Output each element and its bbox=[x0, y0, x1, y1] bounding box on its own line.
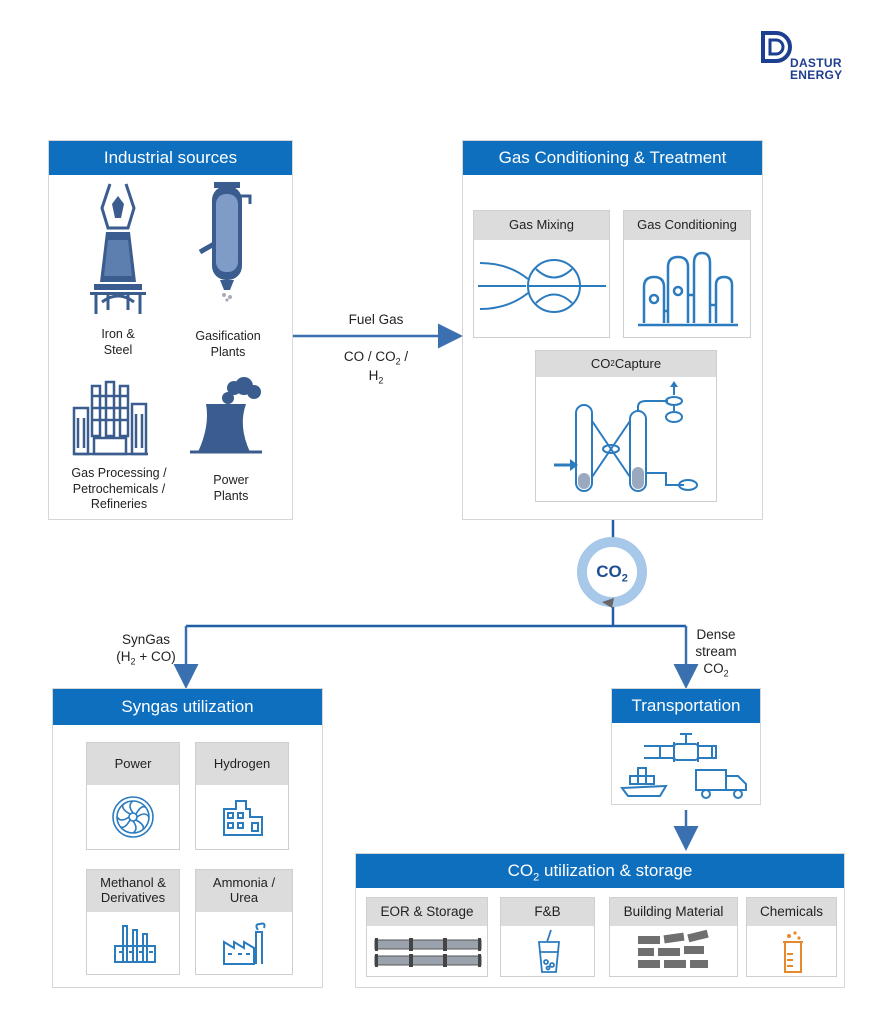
syngas-utilization-title: Syngas utilization bbox=[53, 689, 322, 725]
syngas-flow-label: SynGas(H2 + CO) bbox=[116, 632, 176, 667]
gas-mixer-icon bbox=[478, 259, 606, 313]
eor-storage-card: EOR & Storage bbox=[366, 897, 488, 977]
chemicals-card: Chemicals bbox=[746, 897, 837, 977]
methanol-plant-icon bbox=[114, 925, 156, 963]
hydrogen-card: Hydrogen bbox=[195, 742, 289, 850]
fb-card: F&B bbox=[500, 897, 595, 977]
co2-storage-title: CO2 utilization & storage bbox=[356, 854, 844, 888]
turbine-icon bbox=[112, 796, 154, 838]
fuel-gas-label: Fuel Gas bbox=[348, 312, 404, 327]
pipeline-ship-truck-icon bbox=[620, 733, 747, 799]
logo-line1: DASTUR bbox=[790, 56, 842, 70]
vessels-icon bbox=[638, 251, 738, 327]
ammonia-card-title: Ammonia / Urea bbox=[196, 870, 292, 912]
co2-cycle-icon bbox=[577, 537, 647, 608]
power-card: Power bbox=[86, 742, 180, 850]
transportation-panel: Transportation bbox=[611, 688, 761, 805]
chemicals-title: Chemicals bbox=[747, 898, 836, 926]
industrial-sources-title: Industrial sources bbox=[49, 141, 292, 175]
transportation-title: Transportation bbox=[612, 689, 760, 723]
building-material-card: Building Material bbox=[609, 897, 738, 977]
pipes-icon bbox=[374, 938, 482, 967]
power-card-title: Power bbox=[87, 743, 179, 785]
ammonia-plant-icon bbox=[223, 922, 266, 965]
refinery-icon bbox=[72, 380, 148, 456]
gas-mixing-card: Gas Mixing bbox=[473, 210, 610, 338]
gas-processing-label: Gas Processing / Petrochemicals / Refine… bbox=[71, 466, 167, 512]
hydrogen-card-title: Hydrogen bbox=[196, 743, 288, 785]
gasifier-icon bbox=[198, 182, 252, 302]
gas-conditioning-card: Gas Conditioning bbox=[623, 210, 751, 338]
logo-line2: ENERGY bbox=[790, 68, 843, 82]
eor-storage-title: EOR & Storage bbox=[367, 898, 487, 926]
methanol-card: Methanol & Derivatives bbox=[86, 869, 180, 975]
ammonia-card: Ammonia / Urea bbox=[195, 869, 293, 975]
co2-badge-label: CO2 bbox=[596, 562, 628, 585]
hydrogen-plant-icon bbox=[223, 800, 263, 836]
power-plants-label: Power Plants bbox=[213, 473, 249, 503]
gas-conditioning-title: Gas Conditioning & Treatment bbox=[463, 141, 762, 175]
blast-furnace-icon bbox=[90, 183, 146, 314]
beaker-icon bbox=[783, 931, 803, 973]
cooling-tower-icon bbox=[190, 377, 262, 454]
drink-icon bbox=[538, 929, 560, 973]
building-material-title: Building Material bbox=[610, 898, 737, 926]
iron-steel-label: Iron & Steel bbox=[101, 327, 135, 357]
gas-mixing-title: Gas Mixing bbox=[474, 211, 609, 240]
co2-capture-icon bbox=[554, 381, 698, 492]
gas-conditioning-card-title: Gas Conditioning bbox=[624, 211, 750, 240]
methanol-card-title: Methanol & Derivatives bbox=[87, 870, 179, 912]
fb-title: F&B bbox=[501, 898, 594, 926]
bricks-icon bbox=[638, 929, 709, 968]
industrial-sources-panel: Industrial sources bbox=[48, 140, 293, 520]
fuel-gas-composition: CO / CO2 /H2 bbox=[343, 349, 409, 386]
gasification-label: Gasification Plants bbox=[195, 329, 261, 359]
